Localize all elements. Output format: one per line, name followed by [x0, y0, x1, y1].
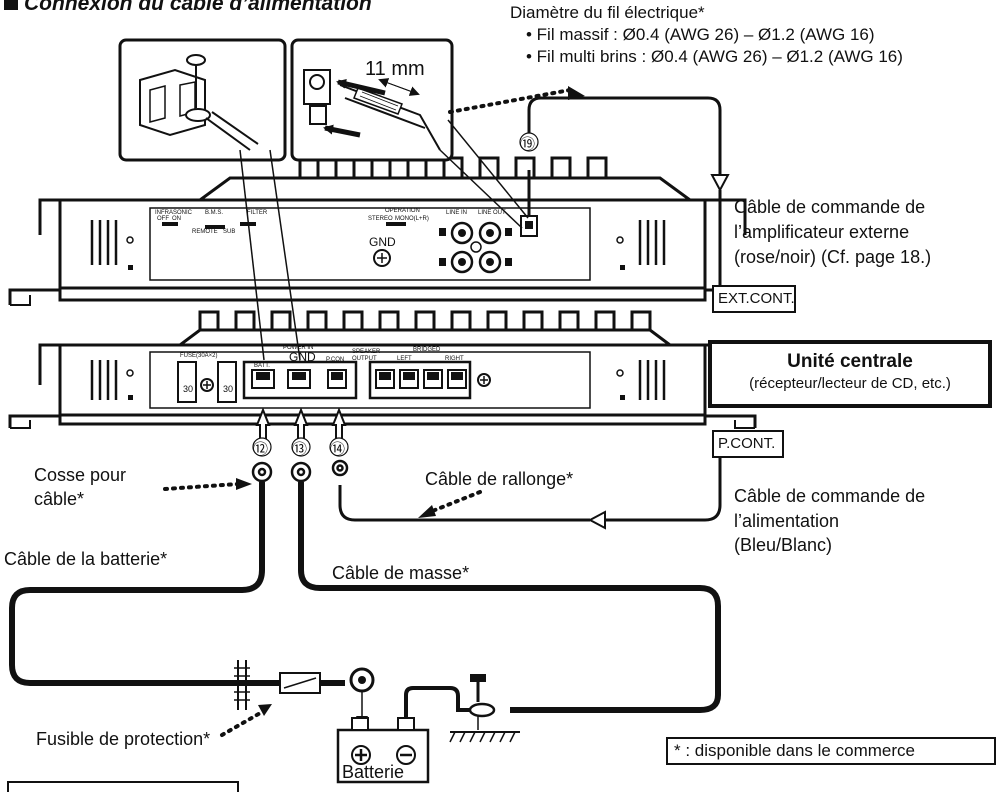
label-remote: REMOTE	[192, 229, 218, 235]
ext-amp-cable-line2: l’amplificateur externe	[734, 222, 910, 242]
battery-cable-label: Câble de la batterie*	[4, 549, 168, 569]
label-line-in: LINE IN	[446, 210, 467, 216]
label-gnd-bottom: GND	[289, 350, 316, 364]
label-stereo: STEREO	[368, 216, 393, 222]
extension-cable-label: Câble de rallonge*	[425, 469, 574, 489]
label-on: ON	[172, 216, 181, 222]
ring-terminals	[251, 459, 349, 483]
label-sub: SUB	[223, 229, 235, 235]
label-bms: B.M.S.	[205, 210, 223, 216]
callout-13: ⑬	[292, 441, 308, 458]
power-ctrl-cable-line3: (Bleu/Blanc)	[734, 535, 833, 555]
ext-amp-cable-line1: Câble de commande de	[734, 197, 926, 217]
label-bridged: BRIDGED	[413, 347, 441, 353]
callout-19: ⑲	[520, 136, 536, 153]
amplifier-top-chassis: INFRASONIC OFF ON B.M.S. REMOTE SUB FILT…	[8, 156, 757, 306]
label-batt: BATT.	[254, 363, 270, 369]
label-line-out: LINE OUT	[478, 210, 506, 216]
wire-diameter-solid: • Fil massif : Ø0.4 (AWG 26) – Ø1.2 (AWG…	[526, 25, 875, 44]
label-fuse-1: 30	[183, 384, 193, 394]
callout-numbers	[252, 132, 539, 457]
battery-cable	[9, 482, 280, 686]
wire-diameter-stranded: • Fil multi brins : Ø0.4 (AWG 26) – Ø1.2…	[526, 47, 903, 66]
title-marker	[4, 0, 18, 10]
head-unit-desc: (récepteur/lecteur de CD, etc.)	[749, 375, 951, 392]
ground-cable-label: Câble de masse*	[332, 563, 470, 583]
label-infrasonic: INFRASONIC	[155, 210, 193, 216]
head-unit-name: Unité centrale	[787, 351, 913, 372]
callout-14: ⑭	[330, 441, 346, 458]
label-filter: FILTER	[247, 210, 268, 216]
ground-bolt	[449, 674, 520, 743]
label-fuse-2: 30	[223, 384, 233, 394]
inset-wire-strip	[290, 38, 454, 162]
label-off: OFF	[157, 216, 169, 222]
label-speaker: SPEAKER	[352, 349, 381, 355]
label-right: RIGHT	[445, 356, 464, 362]
availability-note: * : disponible dans le commerce	[666, 737, 996, 765]
wire-diameter-heading: Diamètre du fil électrique*	[510, 3, 705, 22]
label-left: LEFT	[397, 356, 412, 362]
inset-terminal-screw	[118, 38, 287, 162]
power-ctrl-cable-line1: Câble de commande de	[734, 486, 926, 506]
page-title: Connexion du câble d’alimentation	[24, 0, 372, 15]
battery-icon	[336, 717, 430, 784]
label-pcon: P.CON	[326, 357, 344, 363]
label-fuse-rating: FUSE(30A×2)	[180, 353, 218, 359]
power-ctrl-cable-line2: l’alimentation	[734, 511, 840, 531]
ext-amp-cable-line3: (rose/noir) (Cf. page 18.)	[734, 247, 932, 267]
head-unit-box: Unité centrale (récepteur/lecteur de CD,…	[708, 340, 992, 408]
label-operation: OPERATION	[385, 208, 420, 214]
ext-cont-tag: EXT.CONT.	[712, 285, 796, 313]
label-mono: MONO(L+R)	[395, 216, 429, 222]
battery-label: Batterie	[342, 762, 405, 782]
terminal-arrows	[255, 407, 347, 441]
cable-lug-line1: Cosse pour	[34, 465, 127, 485]
cable-lug-line2: câble*	[34, 489, 85, 509]
label-output: OUTPUT	[352, 356, 377, 362]
callout-12: ⑫	[253, 441, 269, 458]
fuse-label: Fusible de protection*	[36, 729, 211, 749]
ground-cable	[298, 482, 721, 713]
p-cont-tag: P.CONT.	[712, 430, 784, 458]
amplifier-bottom-chassis: FUSE(30A×2) 30 30 BATT. POWER IN GND P.C…	[8, 310, 757, 429]
label-gnd-top: GND	[369, 235, 396, 249]
strip-length-label: 11 mm	[365, 58, 425, 80]
